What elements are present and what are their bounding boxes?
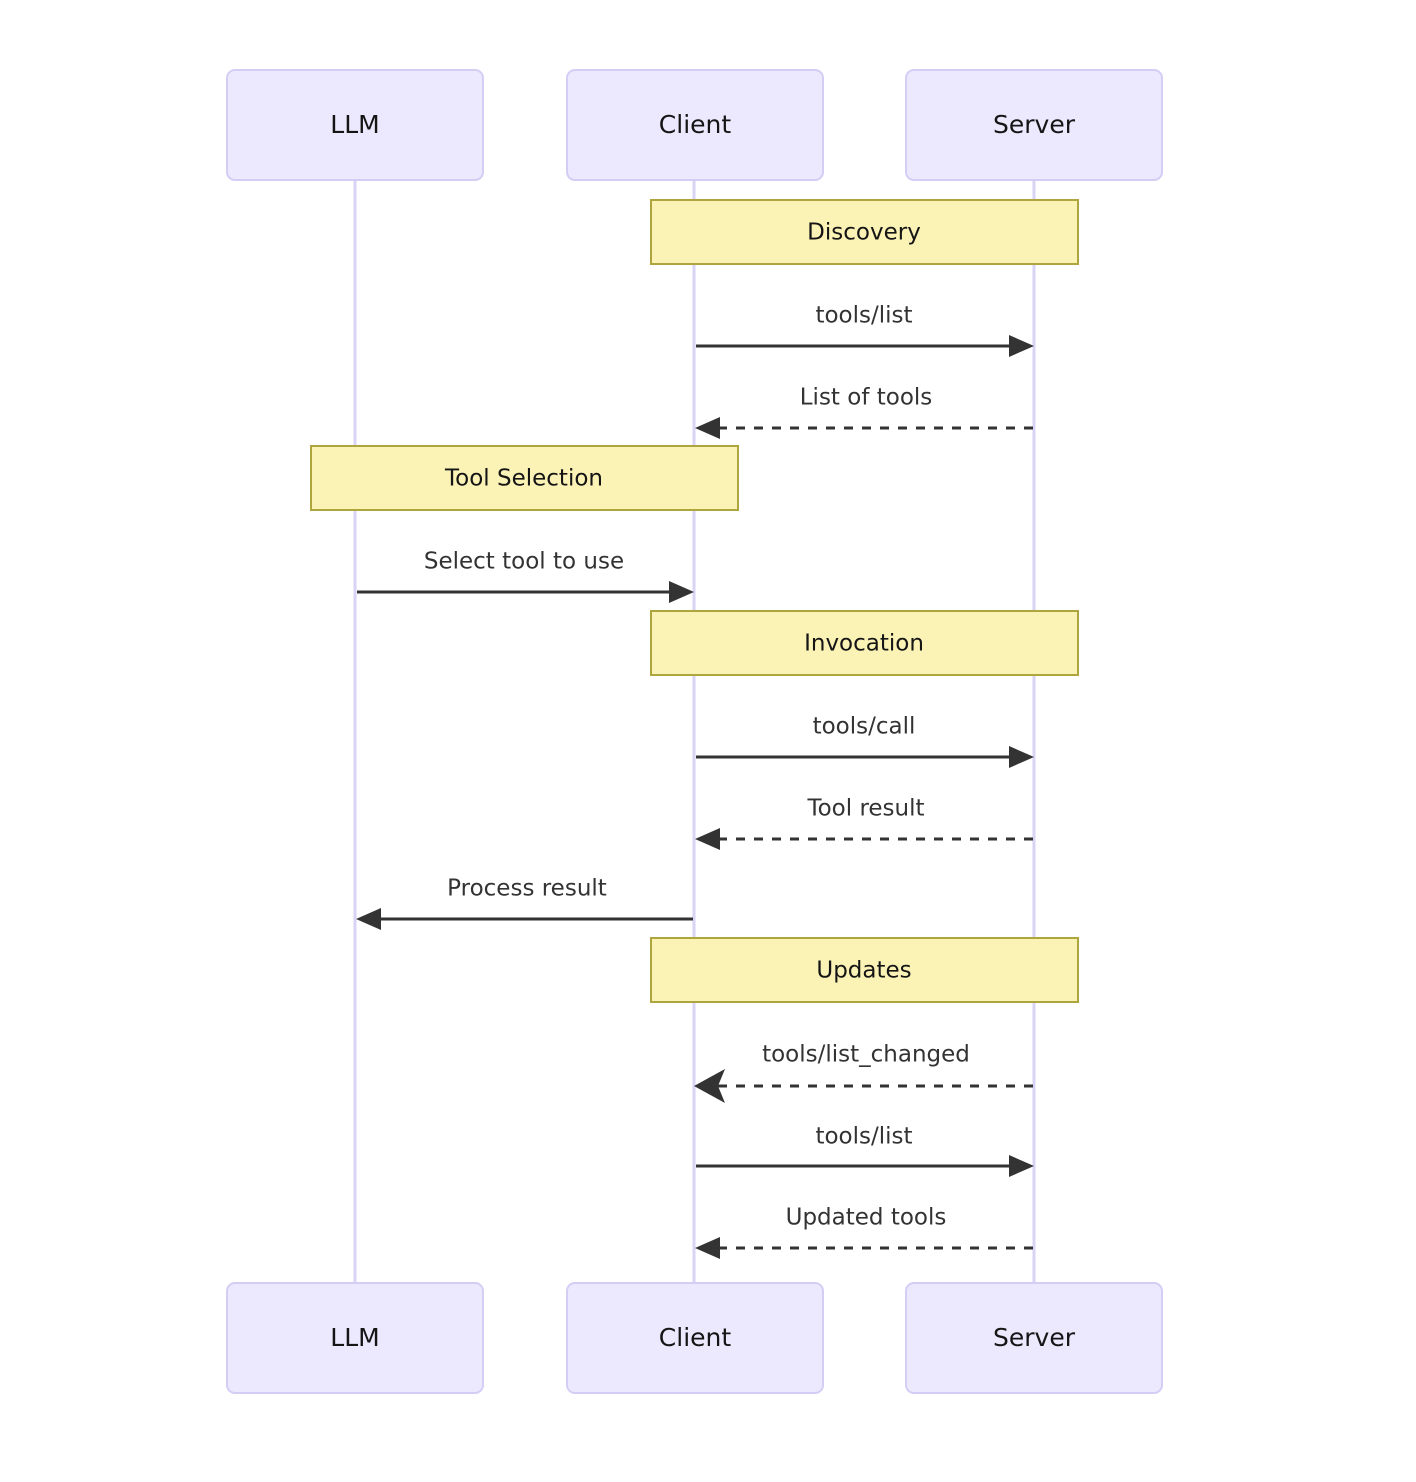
actor-box-llm-bottom[interactable] xyxy=(226,1282,484,1394)
note-label-tool-selection: Tool Selection xyxy=(444,466,603,492)
msg-updated-tools: Updated tools xyxy=(695,1205,1033,1259)
arrowhead-icon-select-tool xyxy=(669,581,694,603)
note-box-tool-selection xyxy=(310,445,739,511)
note-invocation: Invocation xyxy=(650,610,1079,676)
arrowhead-icon-tool-result xyxy=(695,828,720,850)
actor-box-server[interactable] xyxy=(905,69,1163,181)
msg-tools-list-1: tools/list xyxy=(696,303,1034,357)
arrowhead-icon-tools-list-changed xyxy=(694,1069,725,1103)
note-box-discovery xyxy=(650,199,1079,265)
actor-label-server-bottom: Server xyxy=(993,1323,1076,1352)
arrowhead-icon-tools-list-1 xyxy=(1009,335,1034,357)
note-label-invocation: Invocation xyxy=(804,631,924,657)
arrowhead-icon-list-of-tools xyxy=(695,417,720,439)
msg-label-updated-tools: Updated tools xyxy=(786,1205,947,1231)
msg-tool-result: Tool result xyxy=(695,796,1033,850)
actor-label-client: Client xyxy=(659,110,732,139)
arrowhead-icon-tools-call xyxy=(1009,746,1034,768)
arrowhead-icon-tools-list-2 xyxy=(1009,1155,1034,1177)
actor-label-server: Server xyxy=(993,110,1076,139)
msg-tools-list-changed: tools/list_changed xyxy=(694,1042,1033,1103)
msg-label-process-result: Process result xyxy=(447,876,607,902)
actor-header-server[interactable]: Server xyxy=(905,69,1163,181)
actor-header-llm[interactable]: LLM xyxy=(226,69,484,181)
msg-tools-call: tools/call xyxy=(696,714,1034,768)
msg-label-tools-list-changed: tools/list_changed xyxy=(762,1042,970,1068)
actor-footer-server[interactable]: Server xyxy=(905,1282,1163,1394)
lifelines xyxy=(353,180,1036,1284)
note-tool-selection: Tool Selection xyxy=(310,445,739,511)
actor-label-llm: LLM xyxy=(330,110,379,139)
note-label-discovery: Discovery xyxy=(807,220,921,246)
msg-label-list-of-tools: List of tools xyxy=(800,385,933,411)
note-label-updates: Updates xyxy=(816,958,911,984)
actor-label-client-bottom: Client xyxy=(659,1323,732,1352)
msg-select-tool: Select tool to use xyxy=(357,549,694,603)
note-box-updates xyxy=(650,937,1079,1003)
msg-label-tools-call: tools/call xyxy=(813,714,916,740)
actor-label-llm-bottom: LLM xyxy=(330,1323,379,1352)
msg-label-select-tool: Select tool to use xyxy=(424,549,624,575)
actor-footer-client[interactable]: Client xyxy=(566,1282,824,1394)
msg-label-tools-list-2: tools/list xyxy=(815,1124,912,1150)
note-discovery: Discovery xyxy=(650,199,1079,265)
actor-footer-llm[interactable]: LLM xyxy=(226,1282,484,1394)
msg-label-tools-list-1: tools/list xyxy=(815,303,912,329)
actor-box-client[interactable] xyxy=(566,69,824,181)
actor-box-llm[interactable] xyxy=(226,69,484,181)
msg-process-result: Process result xyxy=(356,876,693,930)
arrowhead-icon-process-result xyxy=(356,908,381,930)
actor-header-client[interactable]: Client xyxy=(566,69,824,181)
actor-box-server-bottom[interactable] xyxy=(905,1282,1163,1394)
note-updates: Updates xyxy=(650,937,1079,1003)
msg-tools-list-2: tools/list xyxy=(696,1124,1034,1177)
msg-list-of-tools: List of tools xyxy=(695,385,1033,439)
arrowhead-icon-updated-tools xyxy=(695,1237,720,1259)
msg-label-tool-result: Tool result xyxy=(806,796,924,822)
actor-box-client-bottom[interactable] xyxy=(566,1282,824,1394)
note-box-invocation xyxy=(650,610,1079,676)
